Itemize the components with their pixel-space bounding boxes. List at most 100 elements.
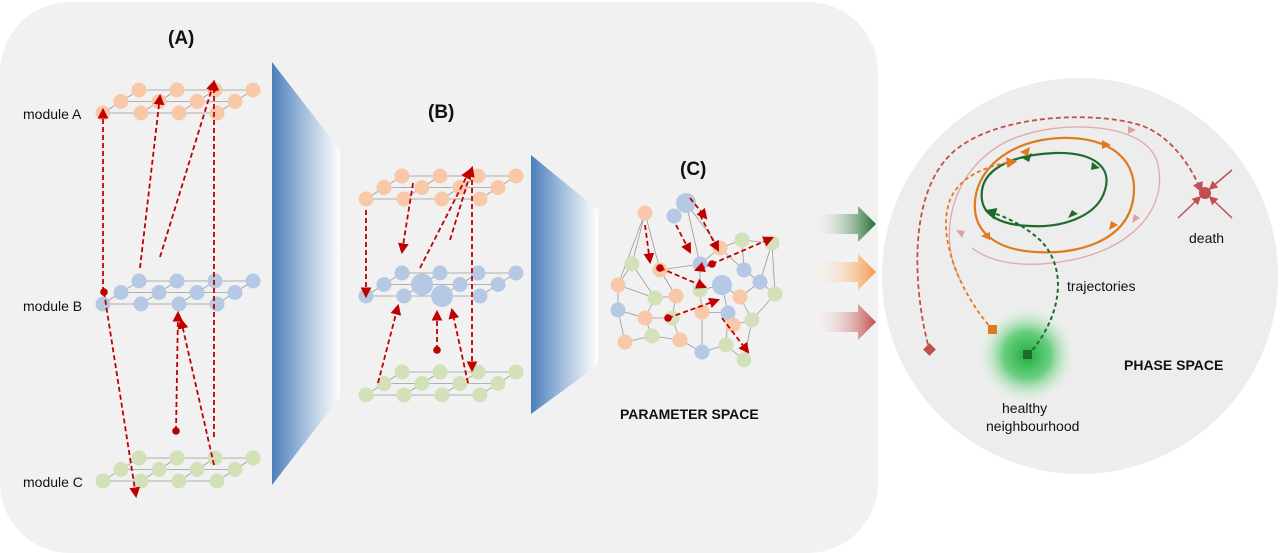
neighbourhood-label: neighbourhood: [986, 418, 1079, 434]
panel-a-label: (A): [168, 28, 194, 49]
network-node: [431, 285, 453, 307]
panel-a-networks: [95, 79, 261, 499]
network-node: [490, 180, 506, 195]
network-node: [414, 180, 430, 195]
network-node: [767, 286, 783, 302]
green-arrow-icon: [810, 206, 876, 242]
network-node: [452, 277, 468, 292]
network-node: [245, 450, 261, 466]
network-node: [666, 208, 682, 224]
network-node: [189, 94, 205, 109]
death-label: death: [1189, 230, 1224, 246]
network-node: [432, 364, 448, 380]
network-node: [394, 364, 410, 380]
network-node: [432, 168, 448, 184]
panel-c-label: (C): [680, 159, 706, 180]
network-node: [169, 273, 185, 289]
coupling-arrow: [721, 317, 750, 354]
coupling-arrow: [659, 267, 707, 289]
network-node: [169, 450, 185, 466]
network-node: [131, 450, 147, 466]
panel-b-networks: [358, 165, 524, 403]
network-node: [396, 288, 412, 304]
network-node: [764, 235, 780, 251]
network-node: [358, 387, 374, 403]
network-node: [113, 462, 129, 477]
network-node: [414, 376, 430, 391]
network-node: [394, 265, 410, 281]
network-node: [712, 240, 728, 256]
orange-cycle-arrow-icon: [1102, 140, 1111, 149]
network-node: [610, 302, 626, 318]
network-node: [508, 364, 524, 380]
network-node: [394, 168, 410, 184]
network-node: [470, 265, 486, 281]
pink-cycle-arrow-icon: [956, 230, 965, 238]
pink-cycle-arrow-icon: [1132, 214, 1140, 223]
network-node: [452, 376, 468, 391]
network-edge: [631, 212, 646, 265]
network-node: [647, 290, 663, 306]
network-node: [227, 462, 243, 477]
phase-space-diagram: [916, 116, 1233, 407]
coupling-arrow: [699, 214, 719, 252]
network-node: [209, 473, 225, 489]
network-node: [245, 82, 261, 98]
orange-cycle-arrow-icon: [1020, 147, 1030, 156]
coupling-arrow: [693, 261, 713, 273]
phase-space-circle: [882, 78, 1278, 474]
panel-c-network: [610, 193, 783, 368]
network-node: [245, 273, 261, 289]
network-node: [452, 180, 468, 195]
module-a-label: module A: [23, 106, 82, 122]
network-node: [207, 450, 223, 466]
network-node: [131, 82, 147, 98]
coupling-arrow: [675, 224, 691, 254]
network-node: [396, 191, 412, 207]
network-node: [692, 256, 708, 272]
orange-trajectory: [945, 157, 1018, 331]
network-node: [694, 304, 710, 320]
module-c-label: module C: [23, 474, 83, 490]
orange-start-marker: [988, 325, 997, 334]
network-node: [189, 462, 205, 477]
coupling-arrow: [667, 297, 721, 319]
network-node: [718, 337, 734, 353]
network-node: [432, 265, 448, 281]
coupling-arrow: [139, 93, 165, 269]
coupling-origin: [656, 264, 664, 272]
coupling-arrow: [689, 197, 708, 220]
network-edge: [685, 202, 701, 265]
network-edge: [644, 212, 661, 271]
network-node: [376, 277, 392, 292]
coupling-origin: [664, 314, 672, 322]
green-cycle-arrow-icon: [1091, 162, 1100, 170]
green-cycle-arrow-icon: [1068, 210, 1078, 218]
network-node: [207, 273, 223, 289]
network-node: [508, 168, 524, 184]
red-trajectory: [916, 116, 1203, 353]
network-node: [472, 387, 488, 403]
coupling-arrow: [103, 291, 140, 499]
network-node: [171, 296, 187, 312]
network-node: [736, 352, 752, 368]
coupling-arrow: [449, 165, 475, 241]
network-node: [113, 94, 129, 109]
network-node: [637, 205, 653, 221]
green-cycle-arrow-icon: [1022, 153, 1032, 162]
coupling-origin: [172, 427, 180, 435]
panel-b-label: (B): [428, 102, 454, 123]
coupling-origin: [433, 346, 441, 354]
network-node: [624, 256, 640, 272]
orange-arrow-icon: [810, 254, 876, 290]
coupling-arrow: [419, 168, 471, 269]
coupling-arrow: [177, 317, 215, 466]
network-node: [637, 310, 653, 326]
network-node: [209, 296, 225, 312]
network-node: [668, 288, 684, 304]
network-node: [472, 288, 488, 304]
projection-wedge-b-to-c: [531, 155, 598, 414]
network-node: [672, 332, 688, 348]
network-node: [227, 285, 243, 300]
network-node: [376, 180, 392, 195]
